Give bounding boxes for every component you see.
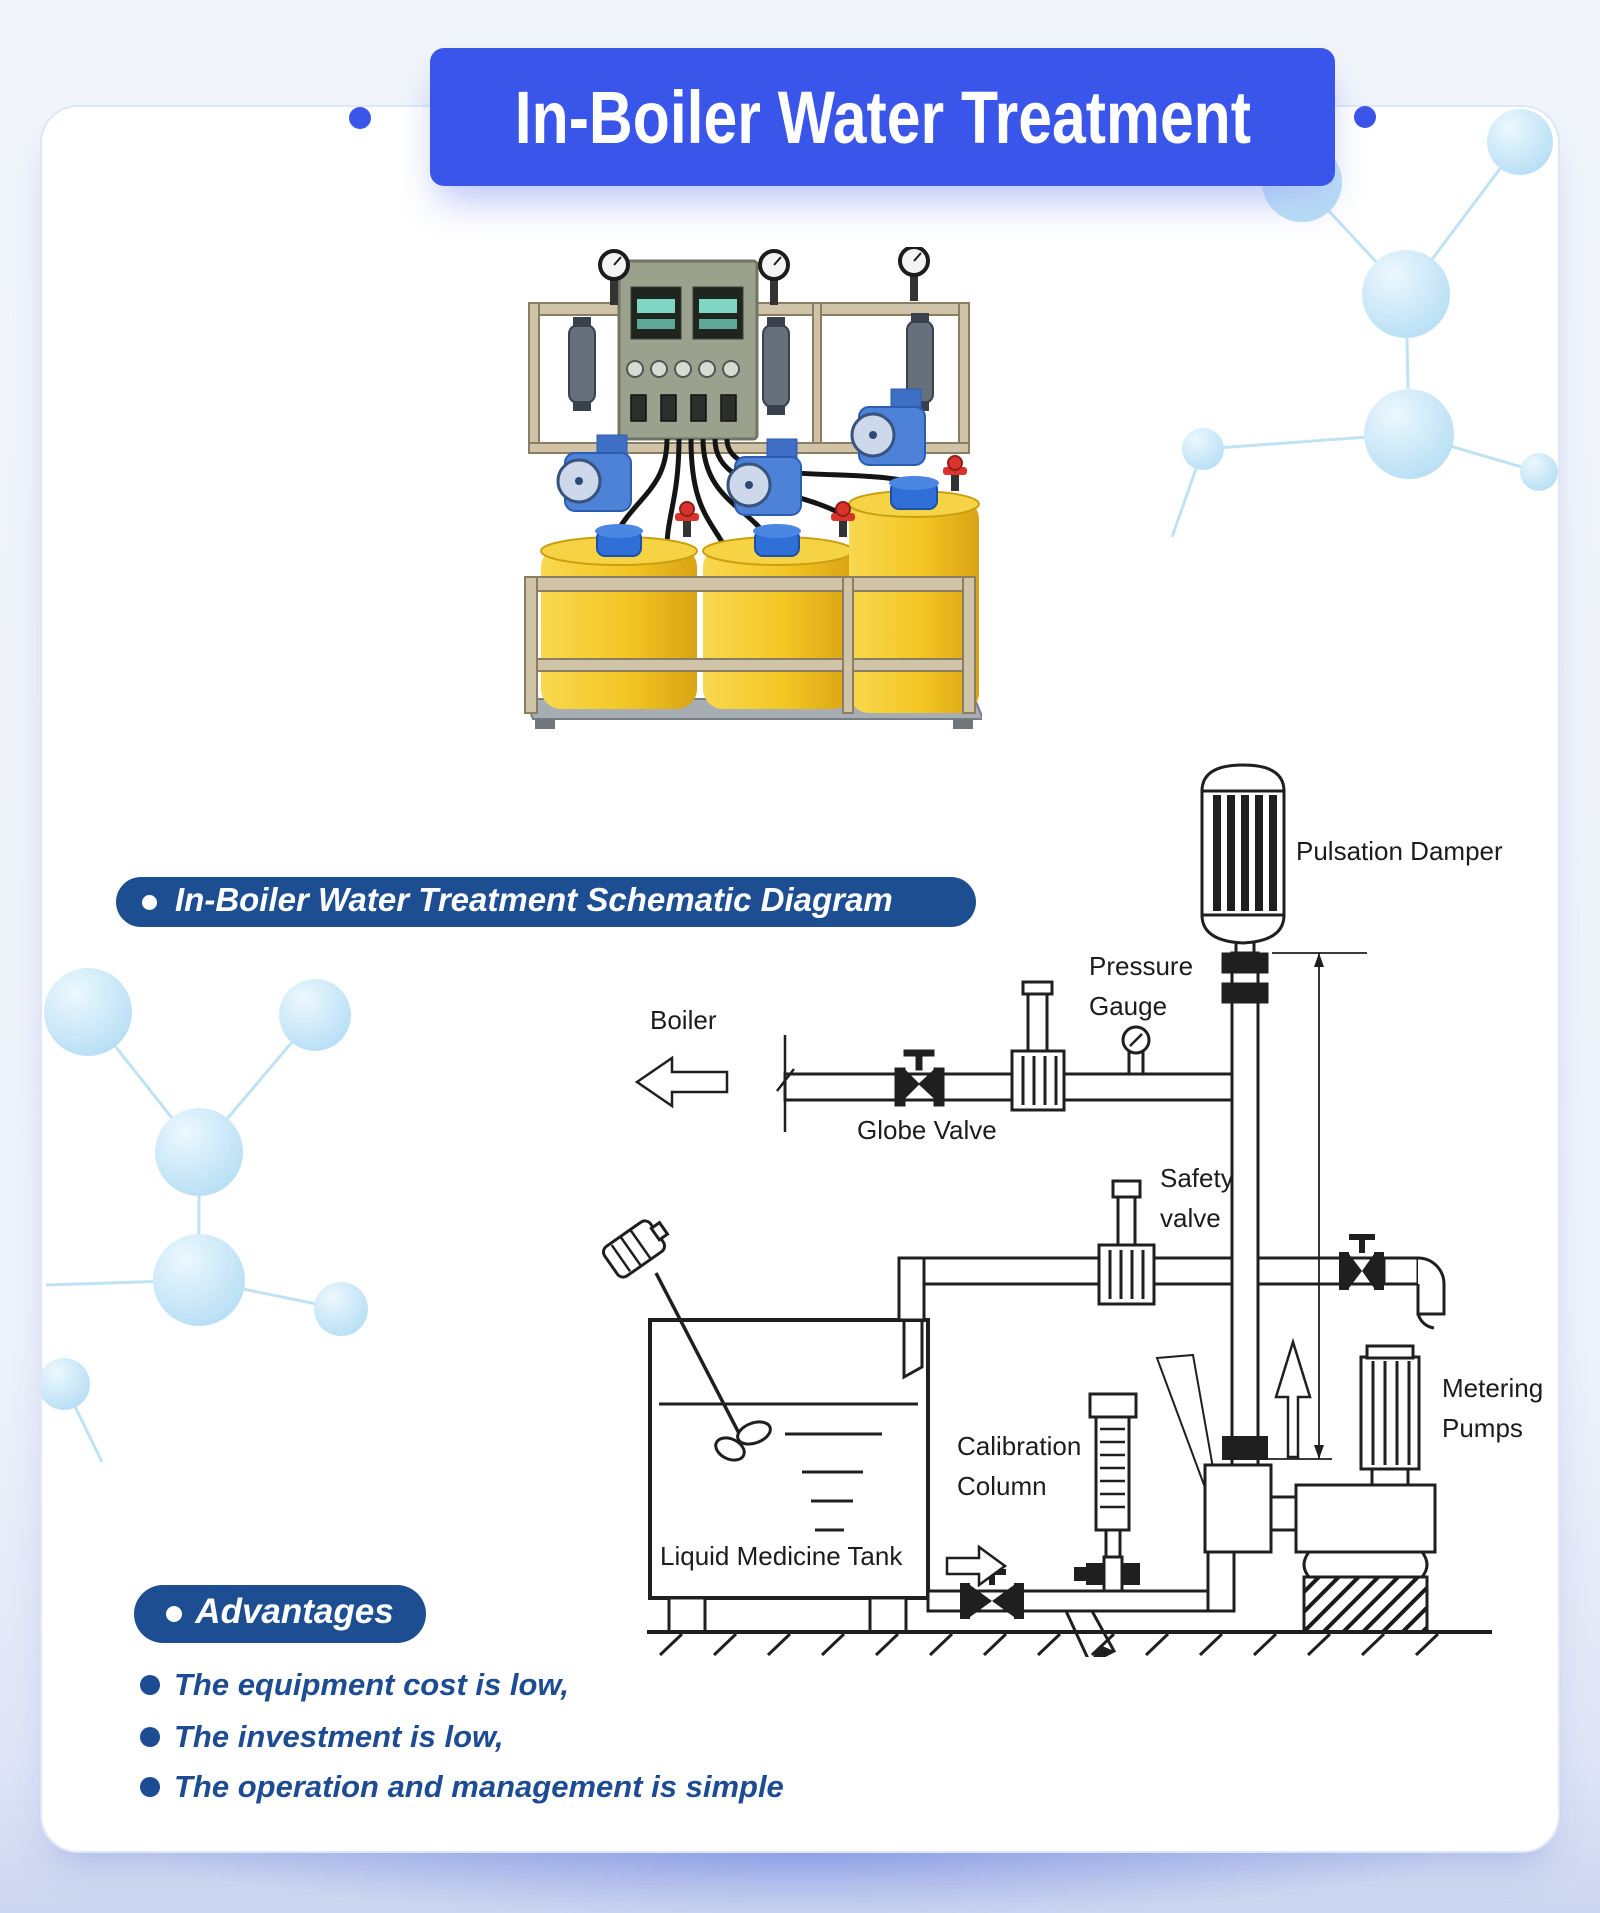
red-valve-handles [675,455,967,537]
calibration-column [1074,1392,1140,1593]
bullet-dot-icon [140,1777,160,1797]
label-calibration-2: Column [957,1471,1047,1501]
metering-pumps [556,388,926,516]
label-metering-1: Metering [1442,1373,1543,1403]
concrete-base [1302,1575,1429,1634]
advantage-item: The investment is low, [140,1715,504,1759]
molecule-bonds [45,1011,342,1463]
accent-dot-icon [1354,106,1376,128]
molecule-bonds [1170,141,1540,538]
pressure-gauge [1121,1025,1151,1076]
advantage-text: The equipment cost is low, [174,1667,570,1702]
dip-tube [902,1320,924,1380]
safety-valve [1097,1179,1156,1306]
advantage-text: The operation and management is simple [174,1769,784,1804]
tank-flow-arrow [945,1544,1008,1588]
advantage-item: The operation and management is simple [140,1765,784,1809]
schematic-section-title: In-Boiler Water Treatment Schematic Diag… [175,881,893,918]
label-safety-1: Safety [1160,1163,1234,1193]
label-boiler: Boiler [650,1005,717,1035]
label-metering-2: Pumps [1442,1413,1523,1443]
advantages-title: Advantages [195,1591,394,1631]
label-calibration-1: Calibration [957,1431,1081,1461]
pipe-unions [1221,952,1269,1004]
label-safety-2: valve [1160,1203,1221,1233]
advantages-section-header: Advantages [134,1585,426,1643]
metering-pump [1203,1344,1437,1634]
mid-pipe-run [897,1256,1414,1380]
page-title: In-Boiler Water Treatment [514,75,1251,159]
schematic-section-header: In-Boiler Water Treatment Schematic Diag… [116,877,976,927]
bullet-dot-icon [140,1675,160,1695]
advantage-text: The investment is low, [174,1719,504,1754]
content-card: In-Boiler Water Treatment Schematic Diag… [40,105,1560,1853]
ground-line [647,1630,1492,1657]
schematic-diagram: Pulsation Damper Pressure Gauge Boiler G… [601,763,1543,1657]
pressure-gauges [598,247,930,305]
bullet-dot-icon [140,1727,160,1747]
control-panel [617,259,759,441]
bullet-dot-icon [142,894,157,910]
mixer-agitator [601,1219,772,1462]
label-pressure-2: Gauge [1089,991,1167,1021]
globe-valve [894,1049,945,1107]
inline-damper [1010,980,1066,1112]
vertical-main-pipe [1230,951,1260,1467]
molecule-atoms [42,968,368,1410]
label-globe-valve: Globe Valve [857,1115,997,1145]
bullet-dot-icon [166,1606,183,1622]
liquid-medicine-tank [648,1318,930,1634]
label-pressure-1: Pressure [1089,951,1193,981]
dimension-line [1264,952,1367,1460]
label-liquid-medicine-tank: Liquid Medicine Tank [660,1541,903,1571]
page-title-banner: In-Boiler Water Treatment [430,48,1335,186]
accent-dot-icon [349,107,371,129]
pulsation-damper [1200,763,1286,955]
advantage-item: The equipment cost is low, [140,1663,569,1707]
diagram-labels: Pulsation Damper Pressure Gauge Boiler G… [650,836,1543,1571]
top-pipe-run [776,1035,1234,1132]
label-pulsation-damper: Pulsation Damper [1296,836,1503,866]
rack-feet [535,719,973,729]
product-photo-dosing-system [523,247,982,729]
steel-rack-front [524,576,976,714]
flow-up-arrow [1274,1337,1312,1459]
molecule-decoration-left [42,968,368,1463]
discharge-branch [1339,1234,1446,1330]
boiler-flow-arrow [634,1055,729,1109]
damper-cylinders [568,313,934,415]
